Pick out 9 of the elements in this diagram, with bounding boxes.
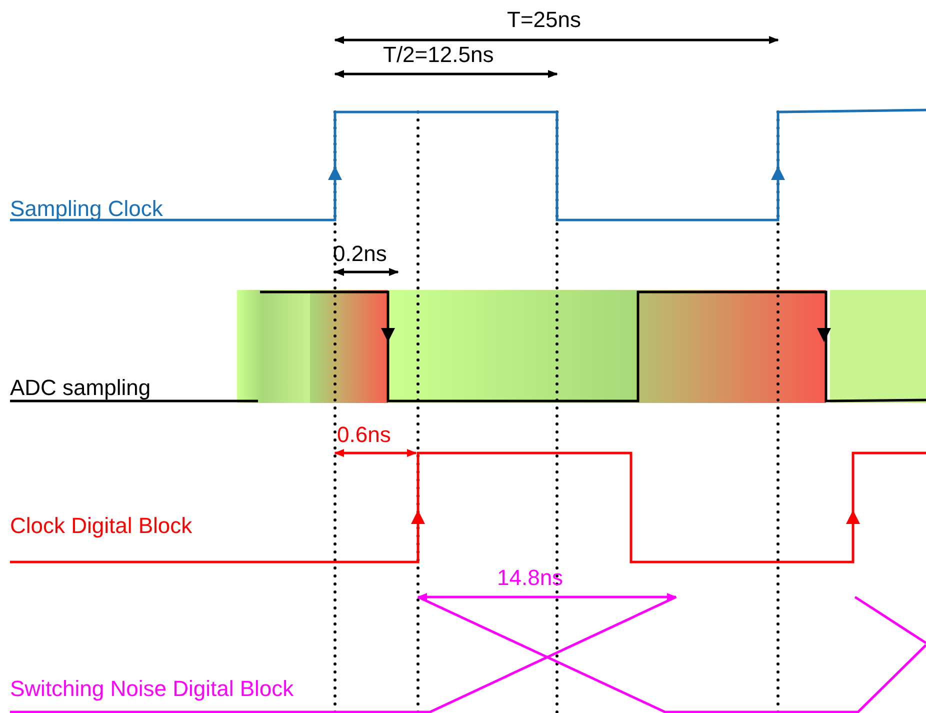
- signal-label: ADC sampling: [10, 376, 151, 400]
- signal-label: Sampling Clock: [10, 197, 163, 221]
- dimension-label: 0.2ns: [333, 242, 387, 266]
- dimension-label: T/2=12.5ns: [383, 43, 494, 67]
- dimension-label: 0.6ns: [337, 423, 391, 447]
- signal-label: Clock Digital Block: [10, 514, 192, 538]
- dimension-label: T=25ns: [507, 8, 581, 32]
- dimension-label: 14.8ns: [497, 566, 564, 590]
- signal-label: Switching Noise Digital Block: [10, 677, 294, 701]
